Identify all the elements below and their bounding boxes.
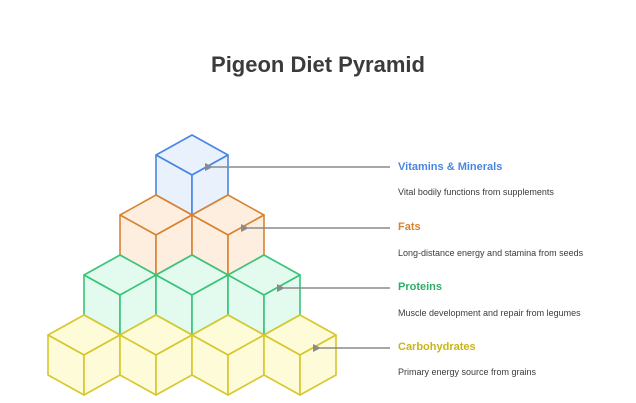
cube-carbohydrates-2: [119, 314, 193, 396]
cube-proteins-1: [83, 254, 157, 336]
layer-label-proteins: Proteins: [398, 281, 443, 293]
tier-carbohydrates: [47, 314, 337, 396]
layer-label-fats: Fats: [398, 221, 421, 233]
layer-label-vitamins: Vitamins & Minerals: [398, 161, 503, 173]
layer-desc-proteins: Muscle development and repair from legum…: [398, 308, 581, 318]
layer-desc-carbohydrates: Primary energy source from grains: [398, 367, 537, 377]
page-title: Pigeon Diet Pyramid: [211, 52, 425, 77]
layer-desc-vitamins: Vital bodily functions from supplements: [398, 187, 554, 197]
cube-carbohydrates-1: [47, 314, 121, 396]
layer-desc-fats: Long-distance energy and stamina from se…: [398, 248, 584, 258]
tier-proteins: [83, 254, 301, 336]
cube-right-face: [299, 334, 337, 396]
layer-label-carbohydrates: Carbohydrates: [398, 341, 476, 353]
